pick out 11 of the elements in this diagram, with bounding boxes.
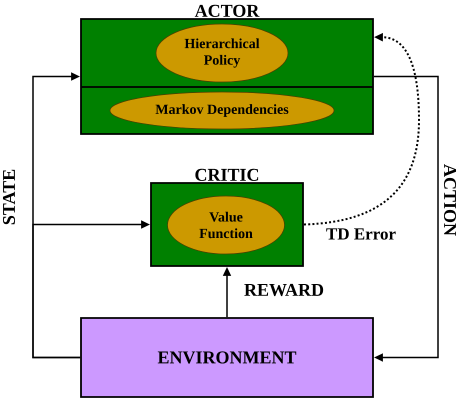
oval: Markov Dependencies <box>110 92 334 130</box>
edge-label: STATE <box>2 170 16 224</box>
box: ENVIRONMENT <box>80 317 374 398</box>
oval: Hierarchical Policy <box>156 24 288 82</box>
node-label: ACTOR <box>194 4 260 17</box>
oval: Value Function <box>167 196 285 254</box>
node-label: CRITIC <box>195 168 258 181</box>
edge-label: REWARD <box>244 284 324 296</box>
edge-label: TD Error <box>326 228 396 240</box>
edge-label: ACTION <box>444 164 456 236</box>
arrow <box>374 76 439 362</box>
